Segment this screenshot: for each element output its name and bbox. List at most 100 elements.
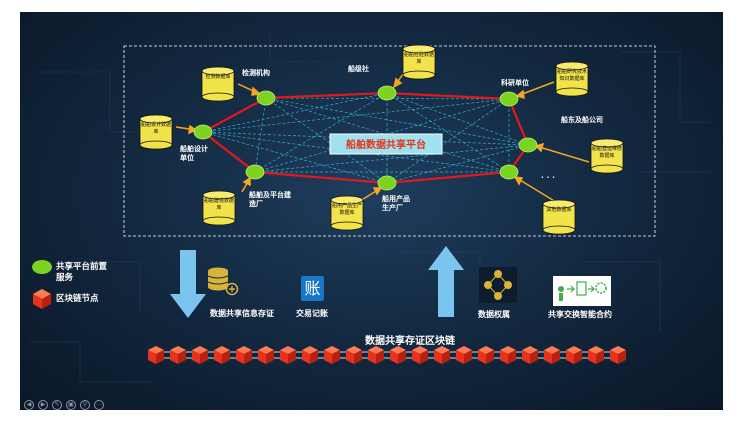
mesh-line <box>386 92 529 146</box>
mesh-line <box>202 92 388 133</box>
data-rights-icon <box>479 267 517 303</box>
mesh-line <box>202 98 510 133</box>
block <box>170 346 186 364</box>
label-builder: 船舶及平台建造厂 <box>249 190 291 208</box>
node-research <box>499 91 519 107</box>
zoom-icon[interactable]: ⚲ <box>80 400 90 410</box>
block <box>346 346 362 364</box>
mesh-line <box>254 144 529 173</box>
label-ellipsis: · · · <box>541 172 555 182</box>
node-inspection <box>256 90 276 106</box>
mesh-line <box>265 97 529 146</box>
up-arrow <box>428 246 464 317</box>
block <box>390 346 406 364</box>
block <box>522 346 538 364</box>
database-cylinder <box>542 199 576 235</box>
db-label-builder: 船舶建造数据库 <box>204 198 235 211</box>
platform-title: 船舶数据共享平台 <box>346 140 426 151</box>
node-classification <box>377 85 397 101</box>
arrow-head <box>372 187 383 196</box>
database-cylinder <box>201 66 235 102</box>
block <box>192 346 208 364</box>
db-label-shipowner: 船舶营运维修数据库 <box>592 146 623 159</box>
arrow-head <box>188 124 198 135</box>
down-arrow <box>170 250 206 318</box>
block <box>214 346 230 364</box>
diagram-canvas <box>30 32 710 383</box>
pen-icon[interactable]: ✎ <box>52 400 62 410</box>
block <box>610 346 626 364</box>
database-cylinder <box>402 44 436 80</box>
arrow-head <box>242 176 251 187</box>
block <box>148 346 164 364</box>
block <box>544 346 560 364</box>
arrow-head <box>251 86 262 96</box>
smart-contract-icon <box>553 276 611 306</box>
label-products: 船用产品生产厂 <box>382 194 410 212</box>
arrow-head <box>392 77 403 89</box>
block <box>324 346 340 364</box>
store-label: 数据共享信息存证 <box>210 308 274 318</box>
db-label-classification: 船舶检验数据库 <box>404 52 435 65</box>
block <box>302 346 318 364</box>
slide: 检测机构 船级社 科研单位 船舶设计单位 船东及船公司 船舶及平台建造厂 船用产… <box>20 12 723 410</box>
label-classification: 船级社 <box>348 64 369 73</box>
block <box>258 346 274 364</box>
legend-block-label: 区块链节点 <box>56 294 99 304</box>
ledger-glyph: 账 <box>304 279 321 298</box>
mesh-line <box>254 92 388 173</box>
arrow-head <box>513 176 524 186</box>
mesh-line <box>202 131 388 184</box>
mesh-line <box>202 131 510 173</box>
database-cylinder <box>330 195 364 231</box>
arrow-head <box>515 89 525 100</box>
db-label-research: 船舶研究技术知识数据库 <box>557 69 588 82</box>
legend-block-icon <box>33 289 51 309</box>
block <box>566 346 582 364</box>
block <box>478 346 494 364</box>
more-icon[interactable]: ⋯ <box>94 400 104 410</box>
label-inspection: 检测机构 <box>242 68 270 77</box>
block <box>434 346 450 364</box>
mesh-line <box>386 144 529 184</box>
label-shipowner: 船东及船公司 <box>561 115 603 124</box>
contract-label: 共享交换智能合约 <box>548 309 612 319</box>
background-circuit <box>30 32 710 383</box>
database-cylinder <box>139 114 173 150</box>
mesh-line <box>254 97 267 173</box>
db-label-other: 其他数据库 <box>546 207 572 213</box>
block <box>280 346 296 364</box>
rights-label: 数据权属 <box>478 309 510 319</box>
previous-icon[interactable]: ◀ <box>24 400 34 410</box>
platform-box <box>329 133 443 155</box>
node-products <box>377 175 397 191</box>
chain-title: 数据共享存证区块链 <box>365 336 455 347</box>
node-builder <box>245 164 265 180</box>
block <box>236 346 252 364</box>
label-design: 船舶设计单位 <box>180 144 208 162</box>
block <box>588 346 604 364</box>
ledger-label: 交易记账 <box>296 308 328 318</box>
legend-node-label: 共享平台前置服务 <box>56 262 108 283</box>
ledger-icon-box <box>301 276 324 301</box>
db-label-inspection: 检测数据库 <box>205 74 231 80</box>
block <box>368 346 384 364</box>
database-cylinder <box>202 190 236 226</box>
blockchain-chain <box>148 346 626 364</box>
db-label-products: 船用产品生产数据库 <box>332 203 363 216</box>
database-store-icon <box>207 267 239 296</box>
slides-icon[interactable]: ▣ <box>66 400 76 410</box>
node-shipowner <box>518 137 538 153</box>
next-icon[interactable]: ▶ <box>38 400 48 410</box>
label-research: 科研单位 <box>501 78 529 87</box>
legend-node-icon <box>32 260 52 274</box>
block <box>456 346 472 364</box>
platform-frame <box>123 45 656 237</box>
node-other <box>499 164 519 180</box>
mesh-line <box>386 92 510 173</box>
database-cylinder <box>555 61 589 97</box>
block <box>412 346 428 364</box>
node-design <box>193 124 213 140</box>
arrow-head <box>534 142 545 153</box>
db-label-design: 船舶设计数据库 <box>141 122 172 135</box>
